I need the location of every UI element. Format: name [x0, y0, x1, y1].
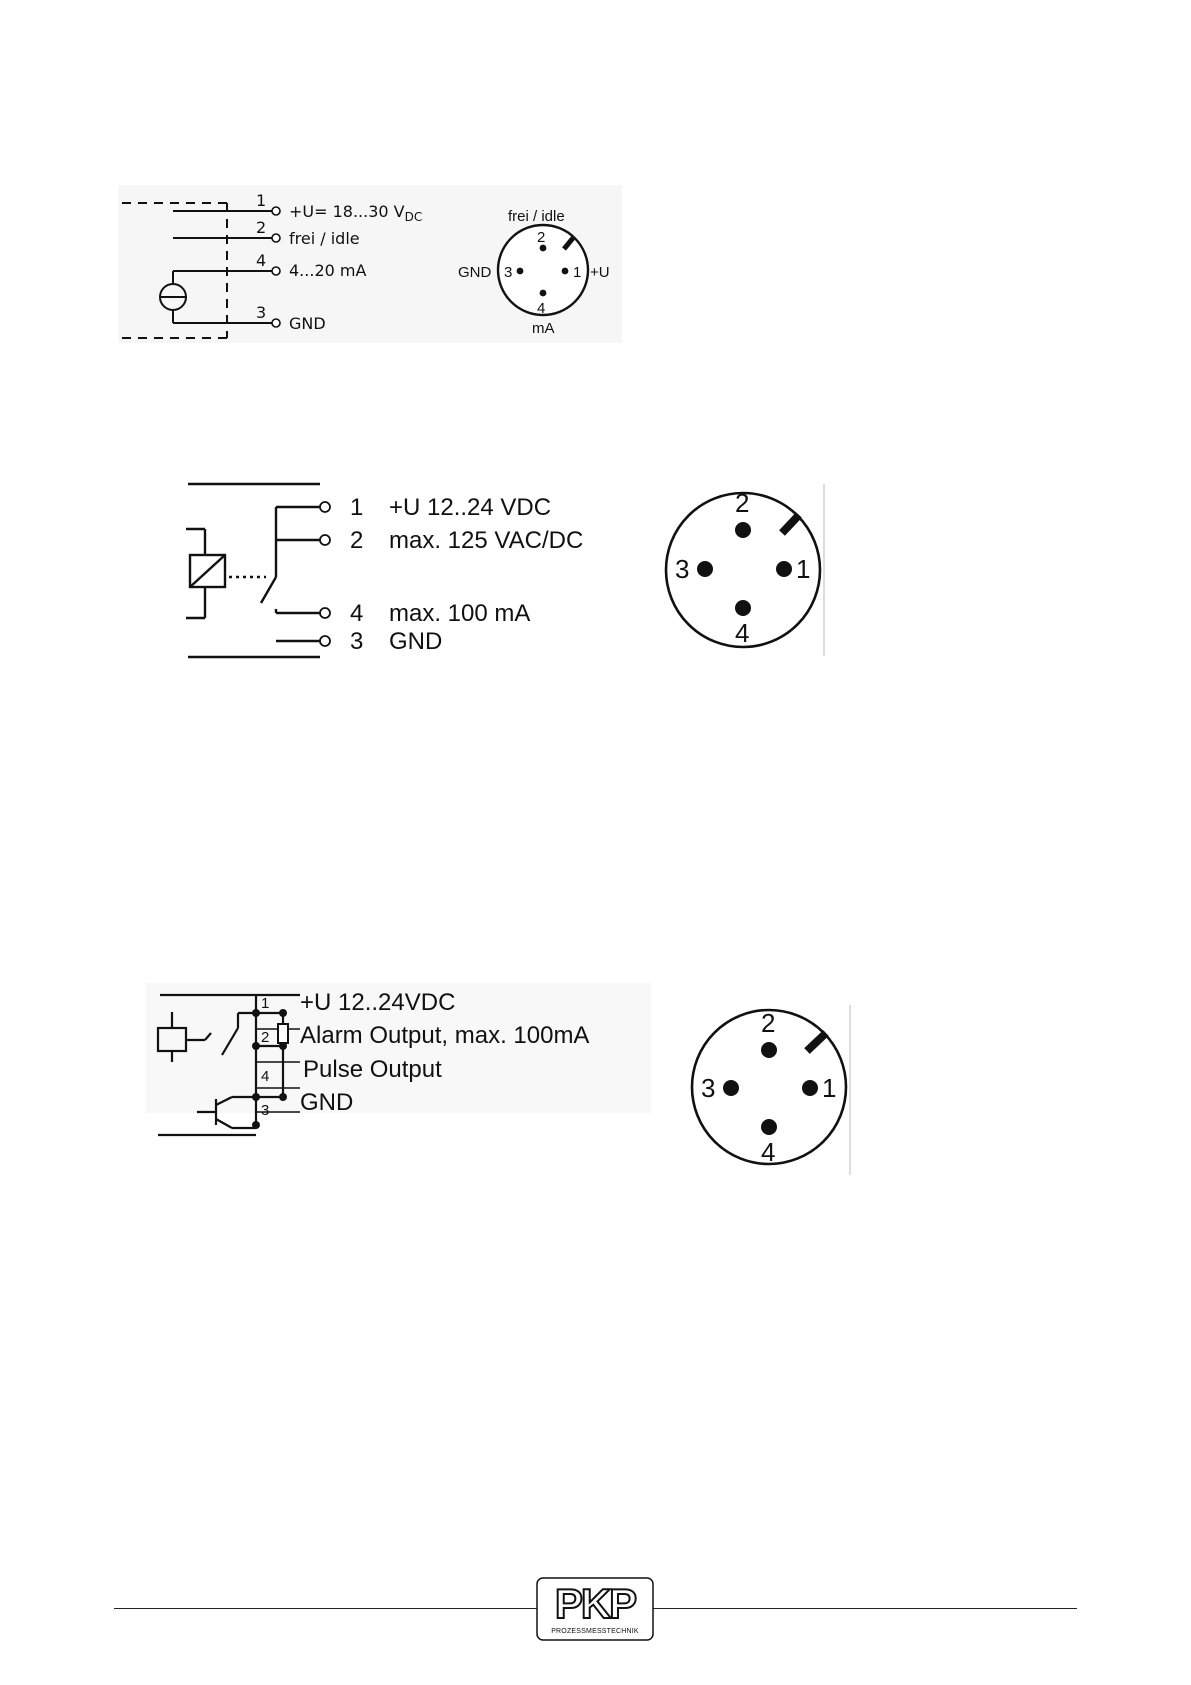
- terminal-2-number: 2: [256, 218, 266, 237]
- connector-face-1: 2 3 1 4: [498, 225, 588, 317]
- terminal-2-label: frei / idle: [289, 229, 360, 248]
- logo-text: PKP: [555, 1580, 636, 1627]
- connector-pin-2: 2: [735, 488, 749, 518]
- wiring-diagram-1-svg: 1 2 4 3 +U= 18...30 VDC frei / idle 4...…: [0, 0, 1191, 360]
- terminal-2-number: 2: [350, 527, 363, 554]
- terminal-4-label: max. 100 mA: [389, 600, 530, 627]
- connector-face-2: 2 3 1 4: [666, 484, 824, 656]
- terminal-1-label: +U 12..24VDC: [300, 989, 455, 1016]
- terminal-4-number: 4: [350, 600, 363, 627]
- logo-caption: PROZESSMESSTECHNIK: [551, 1628, 639, 1635]
- connector-pin-1: 1: [573, 264, 581, 281]
- footer-rule-left: [114, 1608, 538, 1609]
- terminal-3-number: 3: [256, 303, 266, 322]
- footer-rule-right: [652, 1608, 1077, 1609]
- connector-right-label: +U: [590, 264, 610, 281]
- relay-circuit: [186, 484, 320, 657]
- pkp-logo-svg: PKP PROZESSMESSTECHNIK: [536, 1577, 654, 1641]
- connector-pin-1: 1: [822, 1073, 836, 1103]
- terminal-2-label: Alarm Output, max. 100mA: [300, 1022, 589, 1049]
- connector-pin-3: 3: [675, 554, 689, 584]
- wiring-diagram-2-svg: 1 2 4 3 +U 12..24 VDC max. 125 VAC/DC ma…: [0, 460, 1191, 680]
- connector-pin-1: 1: [796, 554, 810, 584]
- wiring-diagram-current-output: 1 2 4 3 +U= 18...30 VDC frei / idle 4...…: [0, 0, 1191, 360]
- terminal-2-label: max. 125 VAC/DC: [389, 527, 583, 554]
- terminal-3-number: 3: [261, 1102, 269, 1119]
- resistor-icon: [278, 1024, 288, 1043]
- terminal-1-number: 1: [261, 995, 269, 1012]
- connector-bottom-label: mA: [532, 320, 555, 337]
- connector-face-3: 2 3 1 4: [692, 1005, 850, 1175]
- pkp-logo: PKP PROZESSMESSTECHNIK: [536, 1577, 654, 1641]
- wiring-diagram-3-svg: 1 2 4 3 +U 12..24VDC Alarm Output, max. …: [0, 975, 1191, 1180]
- terminal-3-label: GND: [300, 1089, 353, 1116]
- connector-left-label: GND: [458, 264, 492, 281]
- connector-pin-3: 3: [504, 264, 512, 281]
- connector-pin-2: 2: [537, 229, 545, 246]
- wiring-diagram-relay-output: 1 2 4 3 +U 12..24 VDC max. 125 VAC/DC ma…: [0, 460, 1191, 680]
- terminal-1-label: +U 12..24 VDC: [389, 494, 551, 521]
- terminal-2-number: 2: [261, 1029, 269, 1046]
- connector-pin-3: 3: [701, 1073, 715, 1103]
- terminal-1-number: 1: [350, 494, 363, 521]
- terminal-1-label: +U= 18...30 VDC: [289, 202, 422, 224]
- connector-top-label: frei / idle: [508, 208, 565, 225]
- connector-pin-2: 2: [761, 1008, 775, 1038]
- connector-pin-4: 4: [537, 300, 545, 317]
- connector-pin-4: 4: [761, 1137, 775, 1167]
- terminal-4-label: Pulse Output: [303, 1056, 442, 1083]
- terminal-4-number: 4: [261, 1068, 269, 1085]
- wiring-diagram-alarm-pulse-output: 1 2 4 3 +U 12..24VDC Alarm Output, max. …: [0, 975, 1191, 1180]
- terminal-4-number: 4: [256, 251, 266, 270]
- terminal-3-label: GND: [289, 314, 326, 333]
- connector-pin-4: 4: [735, 618, 749, 648]
- terminal-4-label: 4...20 mA: [289, 261, 366, 280]
- terminal-circles: [320, 502, 330, 646]
- terminal-3-number: 3: [350, 628, 363, 655]
- terminal-1-number: 1: [256, 191, 266, 210]
- terminal-3-label: GND: [389, 628, 442, 655]
